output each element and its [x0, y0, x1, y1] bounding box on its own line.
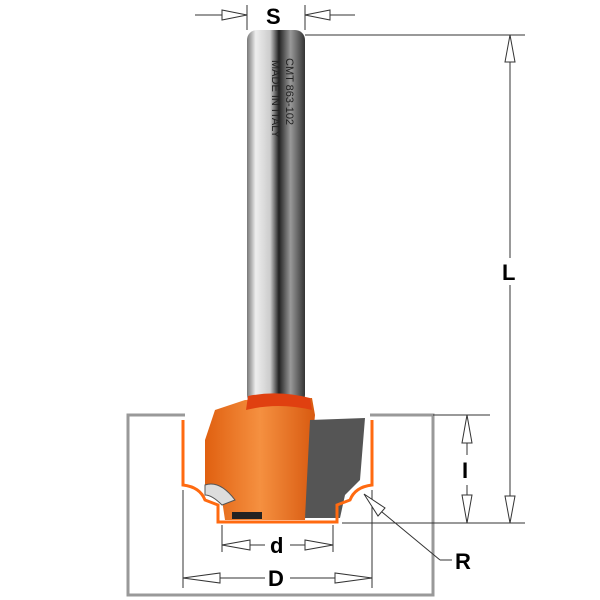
label-l: L — [502, 260, 515, 285]
dimension-i: I — [433, 414, 490, 524]
shank: CMT 863-102 MADE IN ITALY — [247, 30, 305, 405]
cutter-body — [204, 393, 365, 520]
cut-profile — [181, 420, 374, 524]
label-r: R — [455, 549, 471, 574]
dimension-d-inner: d — [221, 525, 334, 558]
label-D: D — [268, 566, 284, 591]
engraving-line2: MADE IN ITALY — [269, 60, 281, 138]
dimension-r: R — [363, 493, 471, 574]
label-d: d — [270, 533, 283, 558]
dimension-s: S — [195, 4, 355, 30]
dimension-d-outer: D — [182, 490, 373, 591]
engraving-line1: CMT 863-102 — [283, 58, 295, 125]
label-s: S — [266, 4, 281, 29]
label-i: I — [462, 458, 468, 483]
carbide-blade — [305, 418, 365, 518]
